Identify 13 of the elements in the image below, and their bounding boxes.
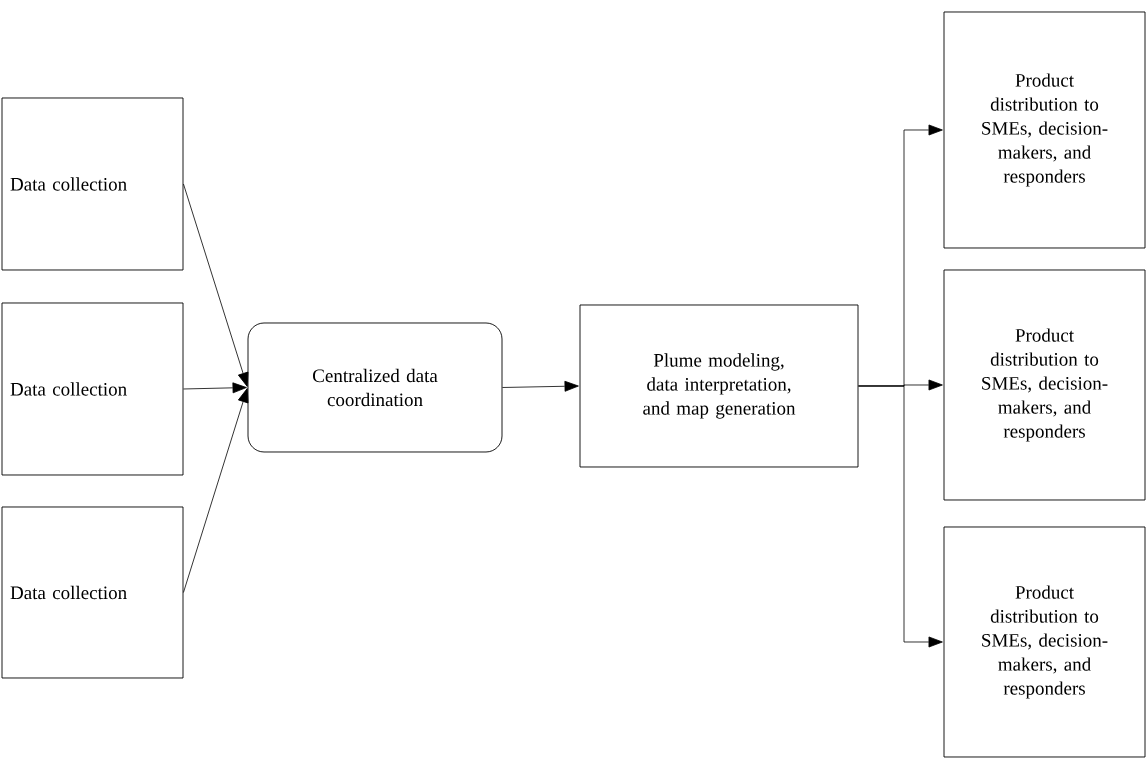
process-box: Data collection xyxy=(1,302,184,476)
process-box: Product distribution to SMEs, decision-makers, and responders xyxy=(943,526,1146,758)
arrow xyxy=(502,380,579,392)
process-box: Plume modeling, data interpretation, and map generation xyxy=(579,304,859,468)
arrow xyxy=(183,382,247,394)
process-box: Data collection xyxy=(1,97,184,271)
process-box: Product distribution to SMEs, decision-makers, and responders xyxy=(943,269,1146,501)
arrow xyxy=(183,183,249,387)
arrow xyxy=(183,388,249,593)
process-box: Data collection xyxy=(1,506,184,679)
process-box: Product distribution to SMEs, decision-makers, and responders xyxy=(943,11,1146,249)
arrow xyxy=(858,385,943,648)
process-box: Centralized data coordination xyxy=(247,322,503,453)
